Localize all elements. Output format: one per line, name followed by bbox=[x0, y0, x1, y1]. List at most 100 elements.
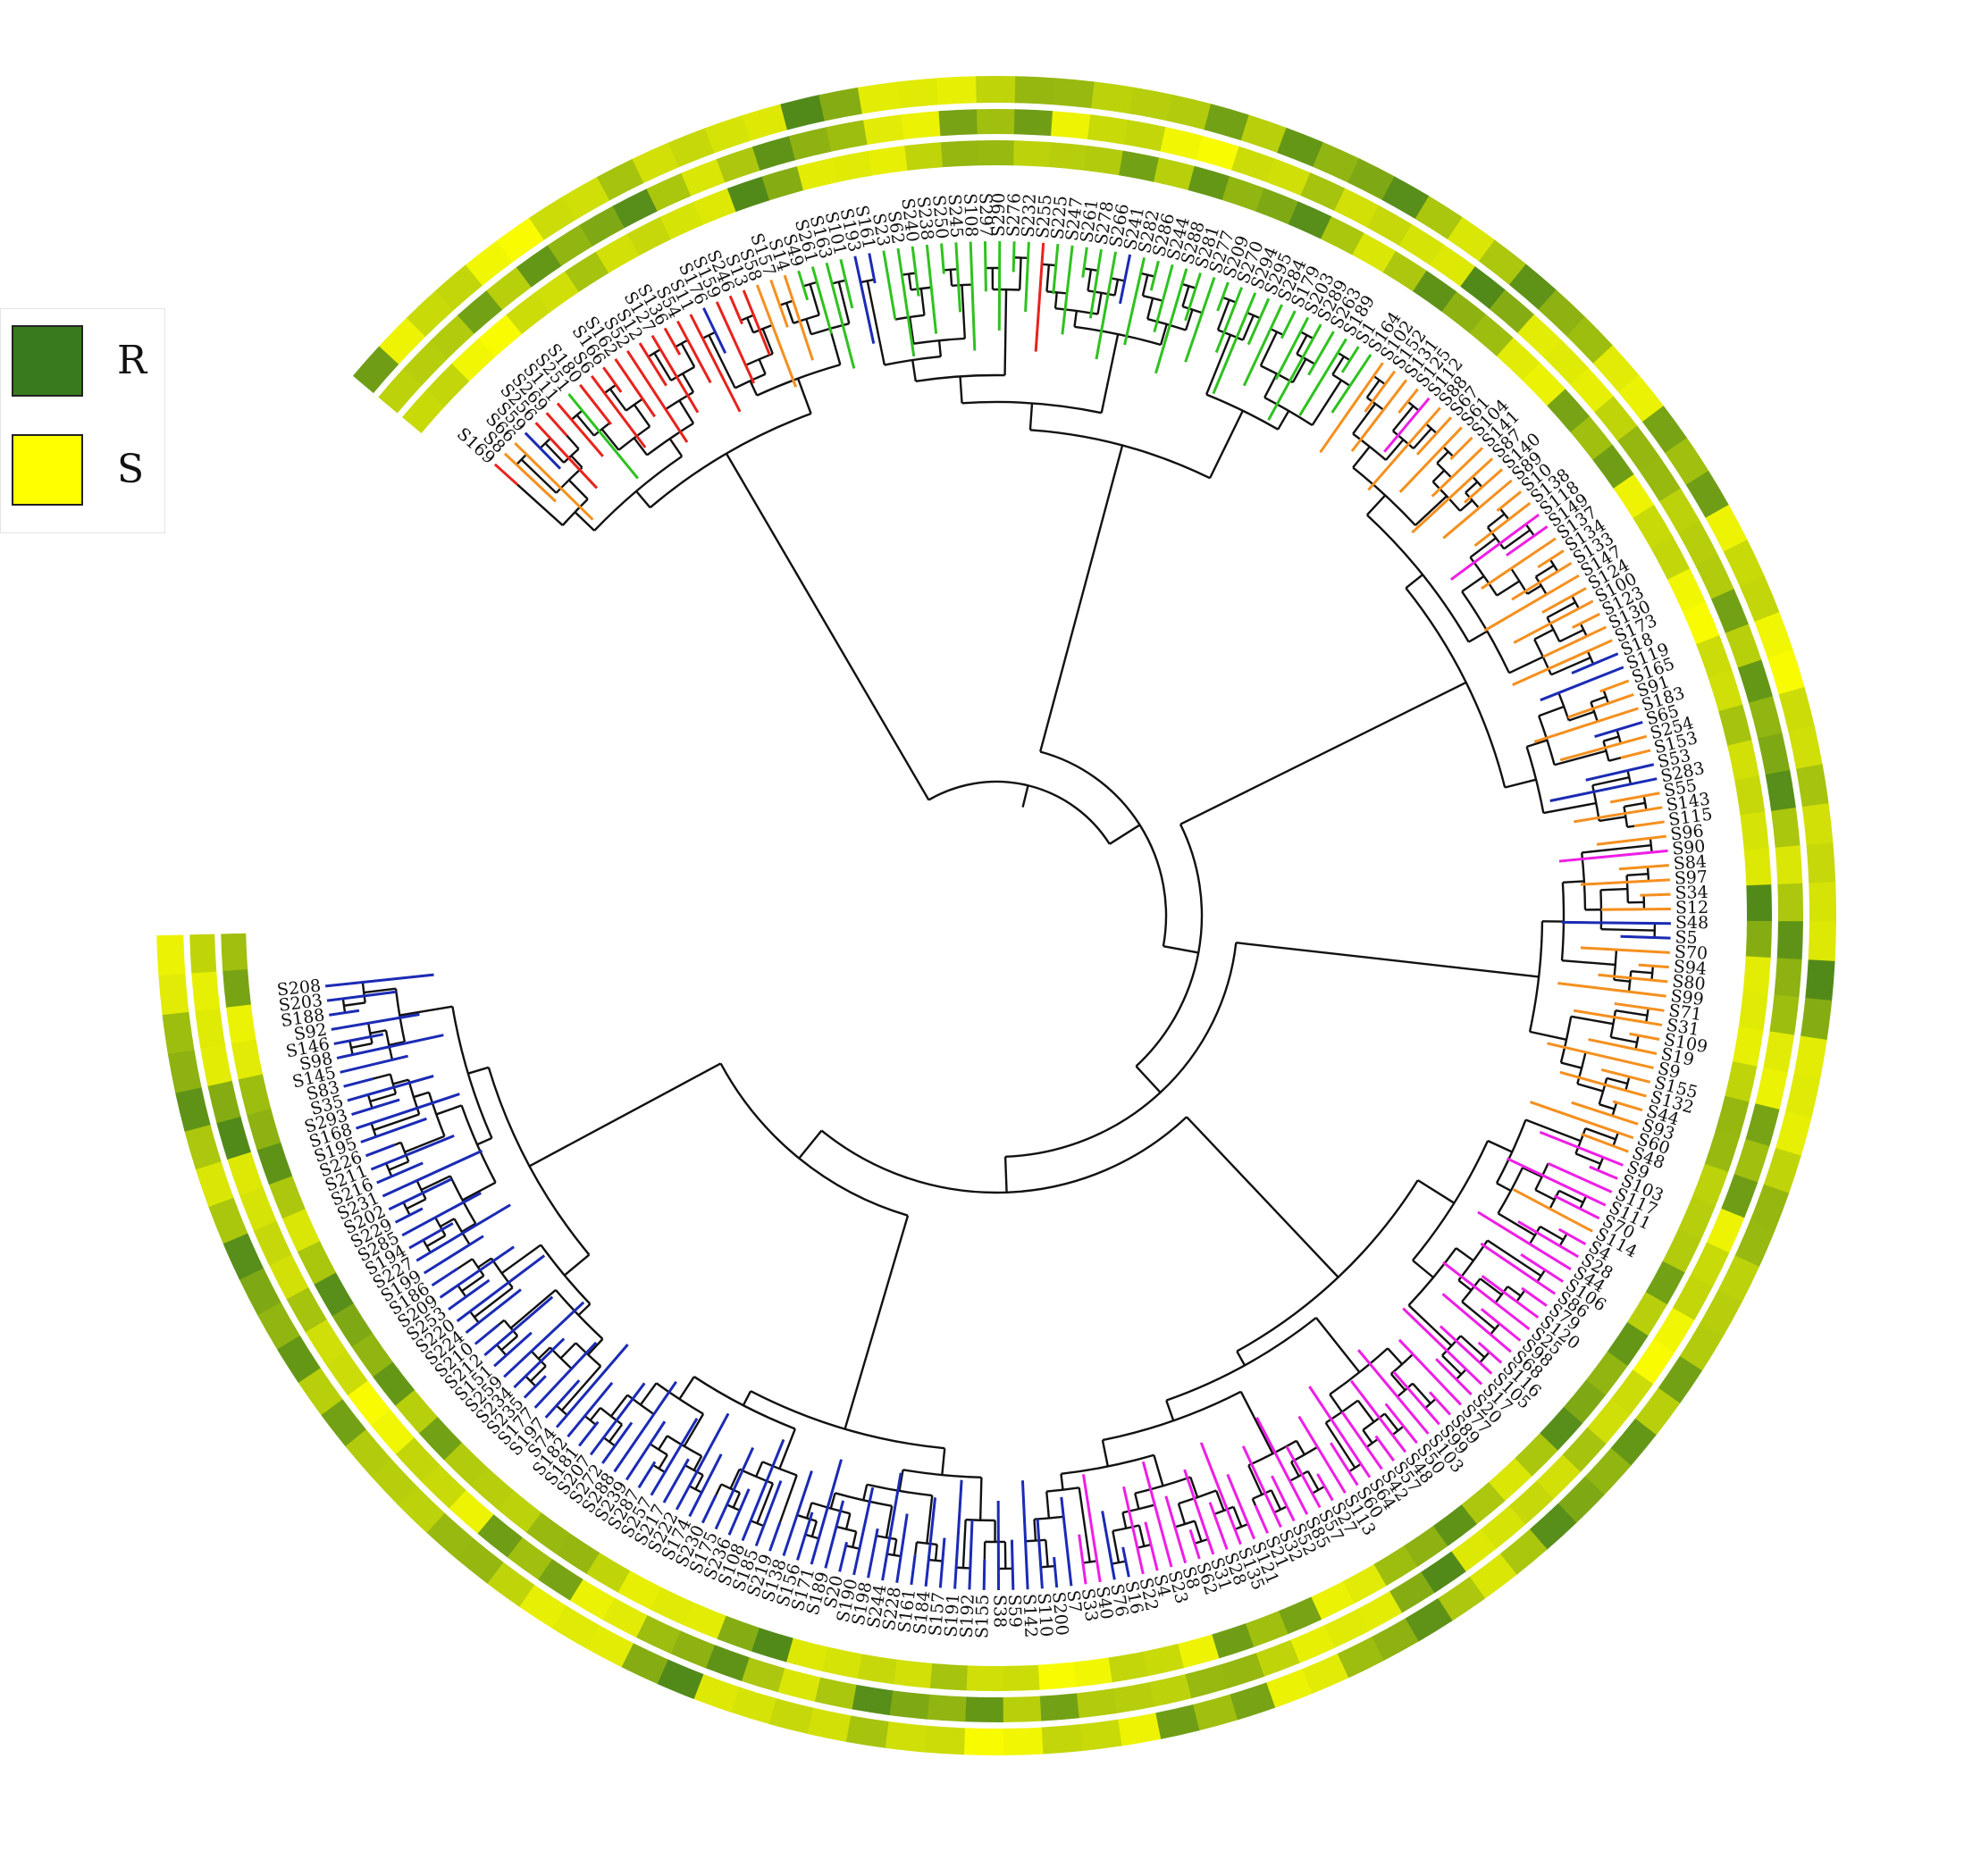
heatmap-cell bbox=[1289, 1625, 1335, 1663]
tip-branch bbox=[1307, 331, 1335, 376]
tree-branch bbox=[683, 1413, 705, 1447]
tip-branch bbox=[839, 259, 854, 309]
tree-branch bbox=[370, 1029, 387, 1034]
tip-branch bbox=[1188, 1529, 1201, 1560]
tree-branch bbox=[941, 1448, 946, 1476]
tip-branch bbox=[810, 266, 834, 335]
heatmap-cell bbox=[395, 1436, 440, 1483]
tip-branch bbox=[1581, 1133, 1629, 1153]
heatmap-cell bbox=[525, 1512, 571, 1554]
tip-branch bbox=[968, 1520, 974, 1590]
tree-branch bbox=[406, 1198, 427, 1210]
heatmap-cell bbox=[1489, 289, 1535, 334]
heatmap-cell bbox=[239, 1185, 277, 1231]
tree-node-arc bbox=[1082, 1560, 1097, 1564]
tree-branch bbox=[681, 373, 695, 393]
tree-node-arc bbox=[1392, 430, 1414, 450]
tip-branch bbox=[1212, 292, 1257, 395]
heatmap-cell bbox=[1796, 764, 1829, 808]
tree-branch bbox=[1526, 739, 1548, 749]
heatmap-cell bbox=[425, 1512, 474, 1560]
heatmap-cell bbox=[1277, 127, 1324, 168]
tip-branch bbox=[1450, 513, 1540, 581]
tip-branch bbox=[534, 422, 598, 490]
heatmap-cell bbox=[1398, 223, 1445, 266]
tree-branch bbox=[1112, 1530, 1121, 1563]
tip-branch bbox=[1330, 354, 1372, 414]
heatmap-cell bbox=[518, 1584, 567, 1629]
tip-branch bbox=[768, 1521, 782, 1552]
heatmap-cell bbox=[1800, 997, 1833, 1041]
tip-branch bbox=[483, 1295, 554, 1357]
tree-branch bbox=[653, 352, 672, 381]
tree-branch bbox=[1487, 1239, 1542, 1277]
tree-branch bbox=[608, 1423, 624, 1443]
tree-branch bbox=[1626, 873, 1649, 876]
tree-branch bbox=[461, 1181, 497, 1202]
tree-node-arc bbox=[1412, 1140, 1490, 1261]
tree-branch bbox=[1179, 681, 1467, 825]
heatmap-cell bbox=[1013, 140, 1052, 168]
tree-branch bbox=[1365, 379, 1381, 398]
tree-node-arc bbox=[665, 390, 694, 411]
tree-branch bbox=[1352, 403, 1377, 435]
heatmap-cell bbox=[1221, 176, 1265, 212]
heatmap-cell bbox=[1053, 78, 1095, 109]
tree-node-arc bbox=[1642, 795, 1648, 810]
tip-branch bbox=[1480, 1242, 1557, 1295]
tip-branch bbox=[1594, 721, 1643, 738]
tip-branch bbox=[336, 1034, 444, 1059]
heatmap-cell bbox=[426, 363, 470, 407]
tip-branch bbox=[578, 1420, 600, 1447]
tree-node-arc bbox=[1626, 770, 1633, 785]
tree-branch bbox=[1296, 334, 1308, 355]
heatmap-cell bbox=[1785, 1073, 1821, 1118]
tip-branch bbox=[456, 1254, 546, 1323]
tree-branch bbox=[1496, 1182, 1512, 1192]
tree-node-arc bbox=[457, 1285, 467, 1298]
heatmap-cell bbox=[565, 251, 609, 292]
tree-branch bbox=[635, 490, 651, 508]
tip-branch bbox=[1350, 379, 1408, 452]
tip-label: S157 bbox=[926, 1591, 949, 1637]
tip-label: S5 bbox=[1675, 927, 1698, 948]
tree-branch bbox=[609, 388, 627, 412]
tip-branch bbox=[1601, 1068, 1651, 1084]
heatmap-cell bbox=[352, 345, 399, 394]
tree-node-arc bbox=[348, 1040, 354, 1055]
tip-branch bbox=[1517, 1220, 1580, 1259]
heatmap-cell bbox=[1793, 1035, 1827, 1080]
heatmap-cell bbox=[884, 1721, 928, 1753]
heatmap-cell bbox=[1188, 165, 1230, 201]
tree-node-arc bbox=[1646, 867, 1650, 882]
heatmap-cell bbox=[893, 1659, 933, 1688]
tip-branch bbox=[1280, 310, 1297, 339]
tree-branch bbox=[1263, 373, 1279, 398]
tree-branch bbox=[1534, 1189, 1556, 1202]
tree-branch bbox=[1101, 1439, 1110, 1467]
tip-branch bbox=[1036, 1519, 1044, 1589]
heatmap-cell bbox=[1336, 1637, 1385, 1679]
tip-branch bbox=[1542, 625, 1607, 658]
heatmap-cell bbox=[449, 1489, 494, 1534]
heatmap-cell bbox=[297, 1240, 337, 1285]
tree-branch bbox=[1507, 1286, 1522, 1297]
tree-node-arc bbox=[1352, 432, 1387, 461]
heatmap-cell bbox=[1430, 244, 1476, 288]
tree-node-arc bbox=[1025, 1538, 1046, 1543]
tree-branch bbox=[1459, 499, 1473, 512]
tip-branch bbox=[1513, 1188, 1593, 1233]
tip-branch bbox=[1464, 468, 1504, 504]
tree-node-arc bbox=[1495, 1119, 1527, 1185]
heatmap-cell bbox=[1342, 1563, 1387, 1604]
heatmap-cell bbox=[1229, 1682, 1276, 1721]
tree-node-arc bbox=[1005, 942, 1238, 1159]
tree-branch bbox=[907, 273, 912, 290]
heatmap-cell bbox=[1745, 1103, 1780, 1147]
tree-branch bbox=[1290, 1461, 1300, 1478]
tip-branch bbox=[1580, 878, 1671, 886]
heatmap-cell bbox=[1347, 158, 1396, 201]
tree-branch bbox=[1096, 292, 1103, 314]
heatmap-cell bbox=[239, 1267, 281, 1316]
tip-label: S70 bbox=[1674, 942, 1708, 964]
